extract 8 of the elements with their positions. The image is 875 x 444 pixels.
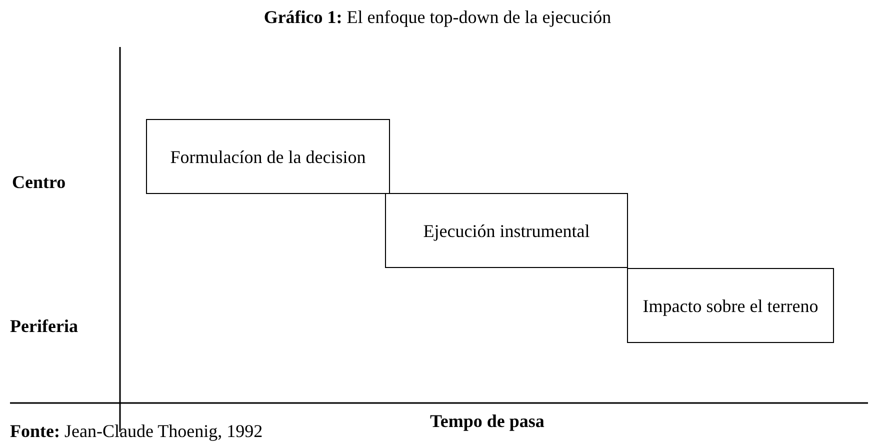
axis-label: Tempo de pasa: [430, 410, 544, 432]
process-box: Ejecución instrumental: [385, 193, 628, 268]
process-box: Formulacíon de la decision: [146, 119, 390, 194]
axis-label: Periferia: [10, 315, 78, 337]
process-box: Impacto sobre el terreno: [627, 268, 834, 343]
source-note: Fonte: Jean-Claude Thoenig, 1992: [10, 420, 263, 442]
chart-title: Gráfico 1: El enfoque top-down de la ejecución: [262, 6, 612, 28]
axis-label: Centro: [12, 171, 66, 193]
